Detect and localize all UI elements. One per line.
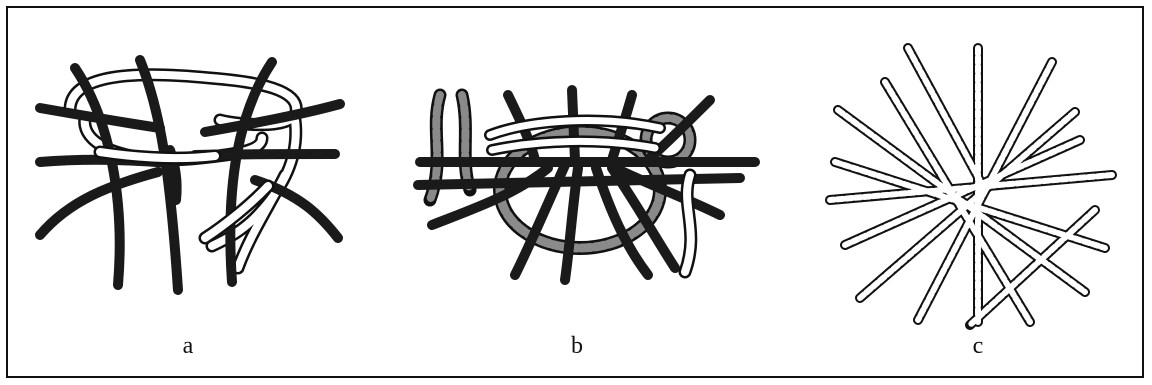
panel-b-illustration [418,90,755,280]
panel-b-caption: b [557,334,597,358]
panel-a-illustration [40,60,340,290]
panel-c-caption: c [958,334,998,358]
panel-c-illustration [830,48,1112,325]
panel-c-radiating-strands [830,48,1112,325]
panel-a-white-weaver [70,75,296,268]
panel-a-caption: a [168,334,208,358]
